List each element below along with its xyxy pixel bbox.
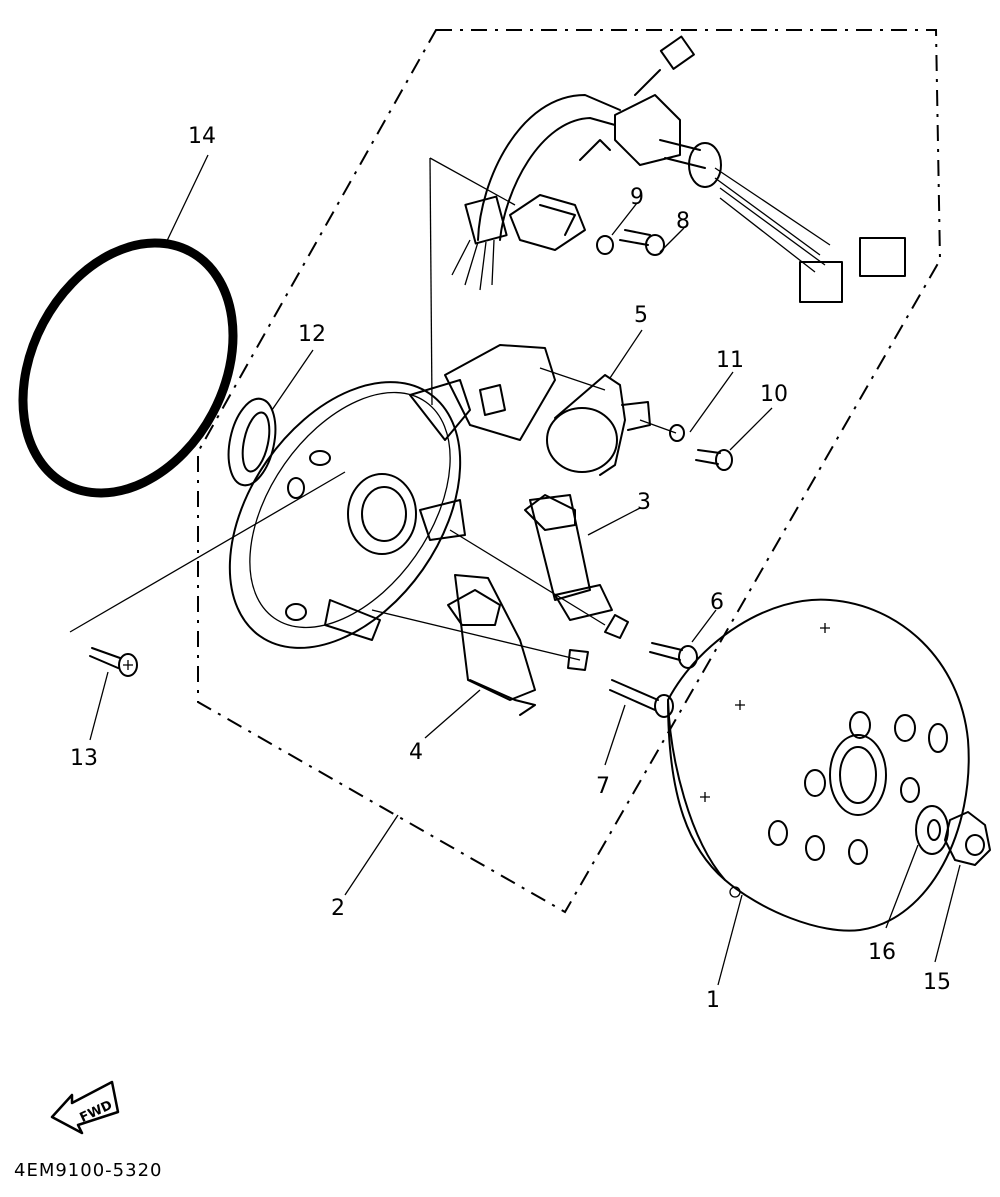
callout-3: 3 xyxy=(637,490,651,515)
screw-8 xyxy=(619,229,665,256)
callout-9: 9 xyxy=(630,185,644,210)
drawing-code: 4EM9100-5320 xyxy=(14,1160,163,1181)
callout-15: 15 xyxy=(923,970,951,995)
washer-16 xyxy=(915,805,949,855)
assembly-boundary xyxy=(197,29,942,914)
callout-5: 5 xyxy=(634,303,648,328)
callout-7: 7 xyxy=(596,774,610,799)
screw-13 xyxy=(89,647,138,677)
callout-12: 12 xyxy=(298,322,326,347)
assembly-lines xyxy=(69,157,677,661)
charging-coil-3 xyxy=(524,494,629,639)
callout-14: 14 xyxy=(188,124,216,149)
callout-2: 2 xyxy=(331,896,345,921)
callout-16: 16 xyxy=(868,940,896,965)
screw-7 xyxy=(609,679,674,718)
callout-11: 11 xyxy=(716,348,744,373)
screw-10 xyxy=(695,449,733,471)
clamp-plate xyxy=(509,194,586,251)
callout-8: 8 xyxy=(676,209,690,234)
sensor-bracket xyxy=(444,344,556,441)
callout-6: 6 xyxy=(710,590,724,615)
callout-1: 1 xyxy=(706,988,720,1013)
pickup-coil-5 xyxy=(546,374,651,476)
wire-harness xyxy=(451,35,906,303)
stator-base-plate xyxy=(228,379,471,649)
source-coil-4 xyxy=(447,574,589,716)
washer-9 xyxy=(596,235,614,255)
callout-4: 4 xyxy=(409,740,423,765)
nut-15 xyxy=(944,811,991,866)
callout-10: 10 xyxy=(760,382,788,407)
screw-6 xyxy=(649,642,698,669)
o-ring-14 xyxy=(18,238,238,498)
flywheel-rotor-1 xyxy=(667,598,970,932)
fwd-arrow-icon: FWD xyxy=(50,1080,120,1135)
callout-13: 13 xyxy=(70,746,98,771)
oil-seal-12 xyxy=(227,397,277,487)
leader-lines xyxy=(89,154,961,986)
washer-11 xyxy=(669,424,685,442)
